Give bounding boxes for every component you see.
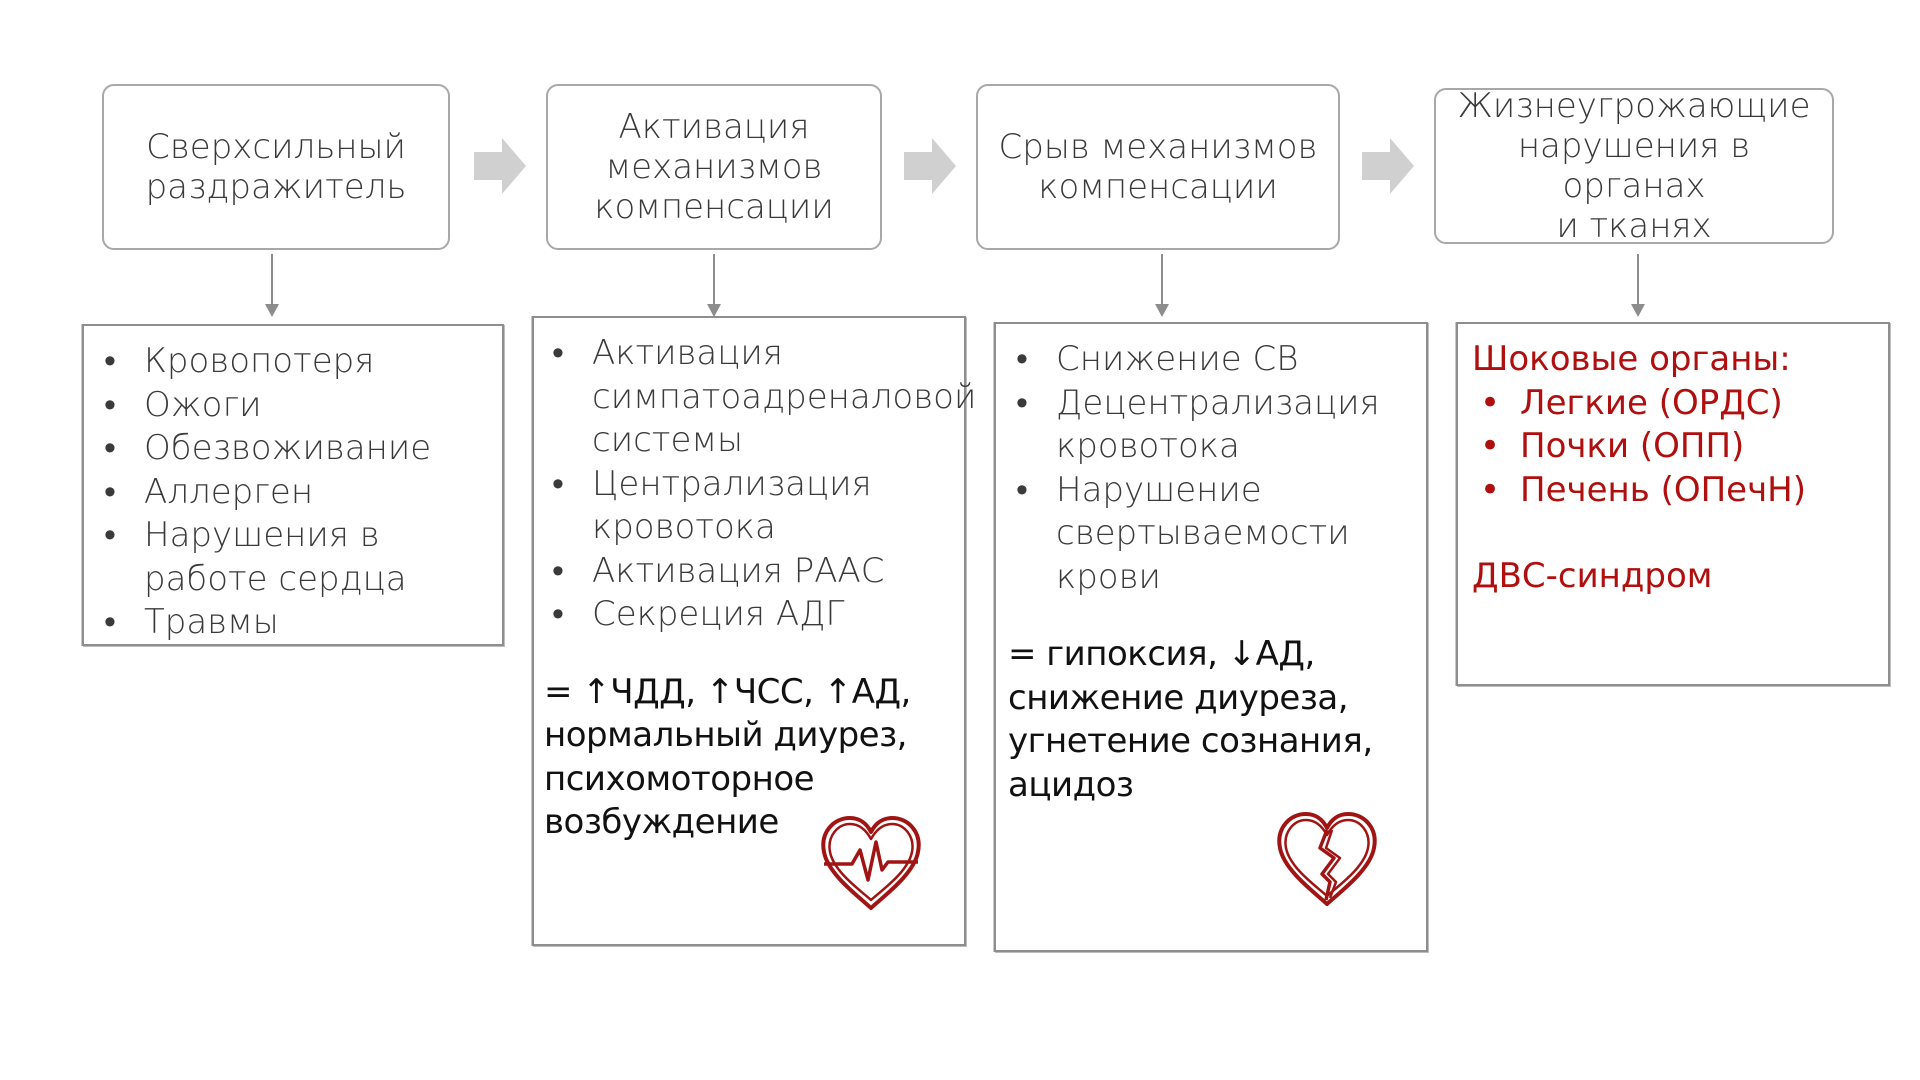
list-item: •Снижение СВ: [1016, 339, 1299, 379]
dic-syndrome-label: ДВС-синдром: [1472, 556, 1713, 596]
list-item: •Кровопотеря: [104, 341, 375, 381]
list-item: •Почки (ОПП): [1480, 426, 1745, 466]
list-item: •Аллерген: [104, 471, 314, 512]
list-item: •Секреция АДГ: [552, 594, 845, 634]
arrow-right-icon: [474, 138, 526, 194]
arrow-down-icon: [707, 254, 721, 317]
list-item: •Централизация кровотока: [552, 463, 872, 548]
compensation-card: •Активация симпатоадреналовой системы •Ц…: [532, 316, 977, 946]
compensation-summary: = ↑ЧДД, ↑ЧСС, ↑АД, нормальный диурез, пс…: [544, 671, 911, 843]
arrow-down-icon: [265, 254, 279, 317]
arrow-down-icon: [1631, 254, 1645, 317]
list-item: •Ожоги: [104, 384, 262, 425]
list-item: •Децентрализация кровотока: [1016, 382, 1380, 467]
broken-heart-icon: [1277, 812, 1377, 906]
decompensation-card: •Снижение СВ •Децентрализация кровотока …: [994, 322, 1428, 952]
shock-organs-list: •Легкие (ОРДС) •Почки (ОПП) •Печень (ОПе…: [1472, 382, 1888, 513]
list-item: •Травмы: [104, 602, 279, 642]
list-item: •Обезвоживание: [104, 428, 432, 468]
arrow-right-icon: [1362, 138, 1414, 194]
arrow-down-icon: [1155, 254, 1169, 317]
decompensation-list: •Снижение СВ •Децентрализация кровотока …: [1008, 338, 1426, 599]
shock-organs-card: Шоковые органы: •Легкие (ОРДС) •Почки (О…: [1456, 322, 1890, 686]
list-item: •Нарушения в работе сердца: [104, 515, 407, 599]
list-item: •Печень (ОПечН): [1480, 469, 1806, 510]
arrow-right-icon: [904, 138, 956, 194]
compensation-list: •Активация симпатоадреналовой системы •Ц…: [544, 332, 977, 637]
shock-organs-heading: Шоковые органы:: [1472, 339, 1791, 379]
stage-box-stimulus: Сверхсильный раздражитель: [102, 84, 450, 250]
stage-box-compensation: Активация механизмов компенсации: [546, 84, 882, 250]
decompensation-summary: = гипоксия, ↓АД, снижение диуреза, угнет…: [1008, 634, 1373, 805]
stage-box-organ-damage: Жизнеугрожающие нарушения в органах и тк…: [1434, 86, 1834, 246]
stage-box-decompensation: Срыв механизмов компенсации: [976, 84, 1340, 250]
list-item: •Активация РААС: [552, 550, 885, 591]
list-item: •Активация симпатоадреналовой системы: [552, 333, 977, 460]
list-item: •Нарушение свертываемости крови: [1016, 469, 1350, 597]
causes-card: •Кровопотеря •Ожоги •Обезвоживание •Алле…: [82, 324, 504, 646]
causes-list: •Кровопотеря •Ожоги •Обезвоживание •Алле…: [96, 340, 502, 645]
list-item: •Легкие (ОРДС): [1480, 382, 1783, 423]
heartbeat-icon: [821, 816, 921, 910]
